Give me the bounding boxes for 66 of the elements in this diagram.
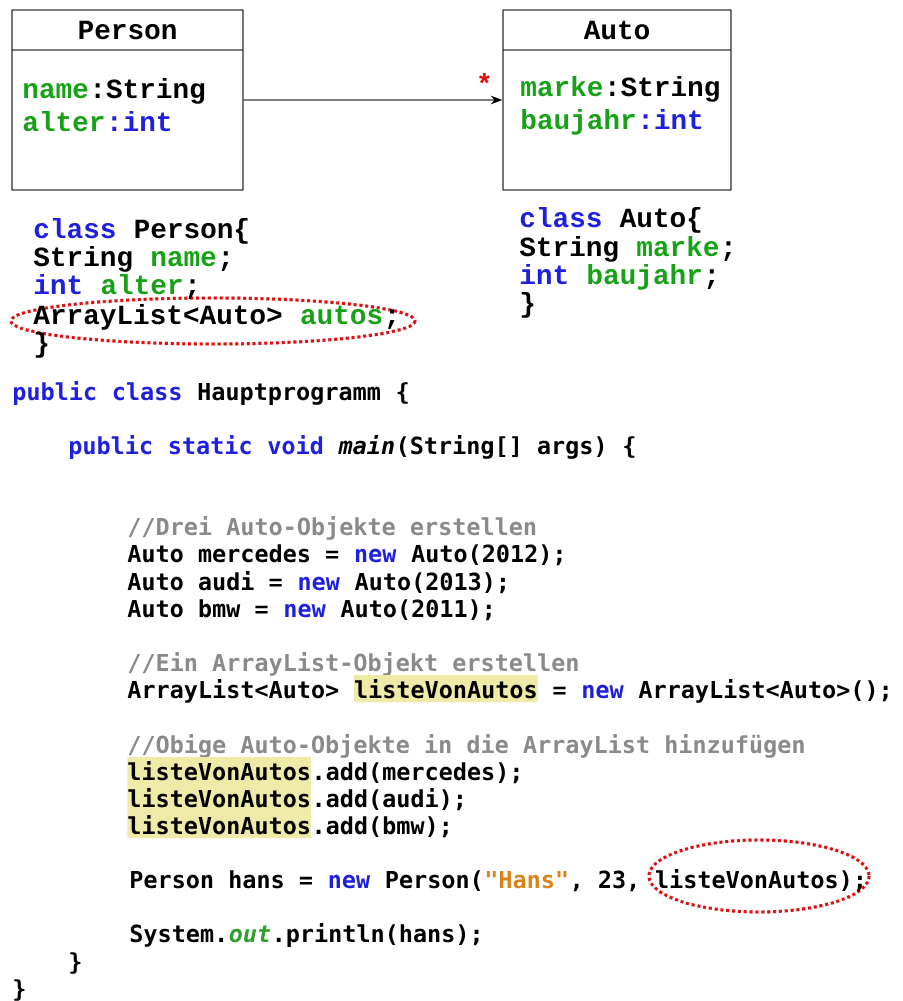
code-text: .add(bmw); <box>316 816 448 838</box>
code-text: autos <box>301 305 382 325</box>
code-text: } <box>521 291 534 318</box>
code-text: , 23, <box>573 870 635 892</box>
code-text: new <box>285 603 326 618</box>
code-text: { <box>397 382 408 404</box>
code-text: name <box>152 251 216 267</box>
code-text: Auto audi = <box>127 570 282 591</box>
code-text: System. <box>130 924 223 947</box>
code-text: ; <box>188 279 196 299</box>
code-text: .println(hans); <box>276 922 479 947</box>
code-text: Person{ <box>135 217 248 244</box>
code-text: ArrayList<Auto>(); <box>638 678 888 703</box>
code-text: new <box>329 874 371 889</box>
code-text: main <box>338 434 394 455</box>
code-text: ; <box>724 241 731 261</box>
code-text: Person( <box>386 870 481 892</box>
code-text: listeVonAutos); <box>656 868 862 892</box>
code-text: } <box>70 952 81 974</box>
code-text: new <box>355 548 397 563</box>
code-text: class <box>34 217 115 239</box>
code-text: Auto(2011); <box>340 599 491 621</box>
code-text: Hauptprogramm <box>198 382 380 405</box>
class-box: Auto marke :String baujahr :int <box>502 9 732 191</box>
code-text: ; <box>707 269 715 289</box>
code-comment: //Ein ArrayList-Objekt erstellen <box>128 651 578 676</box>
code-text: ; <box>388 309 395 329</box>
code-text: int <box>34 273 81 295</box>
code-text: Auto(2013); <box>354 572 505 594</box>
code-text: String <box>519 235 618 262</box>
code-text: { <box>624 436 635 458</box>
code-text: new <box>583 684 624 699</box>
code-text: } <box>14 979 25 1001</box>
highlighted-code: listeVonAutos <box>353 674 538 703</box>
code-comment: //Drei Auto-Objekte erstellen <box>128 515 536 540</box>
code-text: Auto(2012); <box>411 544 562 566</box>
code-text: Auto bmw = <box>127 599 268 618</box>
code-text: marke <box>637 235 719 257</box>
code-text: public <box>70 434 152 459</box>
code-text: ArrayList<Auto> <box>127 678 339 703</box>
code-text: alter <box>101 273 182 295</box>
code-text: new <box>299 576 340 591</box>
code-comment: //Obige Auto-Objekte in die ArrayList hinzufügen <box>128 733 804 758</box>
code-text: void <box>268 434 323 455</box>
code-text: static <box>169 434 251 455</box>
code-text: Auto mercedes = <box>127 544 339 563</box>
code-text: "Hans" <box>486 870 567 889</box>
code-text: int <box>520 263 567 285</box>
code-text: class <box>113 382 181 401</box>
code-text: = <box>553 686 566 695</box>
code-text: out <box>229 925 271 943</box>
code-text: .add(audi); <box>316 787 462 811</box>
code-text: ArrayList<Auto> <box>33 303 282 330</box>
class-box: Person name :String alter :int <box>11 9 244 191</box>
highlighted-code: listeVonAutos <box>127 756 311 785</box>
highlighted-code: listeVonAutos <box>127 810 311 839</box>
code-text: ; <box>221 251 229 271</box>
highlighted-code: listeVonAutos <box>127 783 311 812</box>
multiplicity-label: * <box>479 73 490 84</box>
code-text: (String[] args) <box>400 434 604 459</box>
code-text: .add(mercedes); <box>316 762 519 784</box>
code-text: public <box>14 380 96 405</box>
code-text: Person hans = <box>131 870 312 889</box>
code-text: } <box>35 331 48 358</box>
code-text: baujahr <box>588 263 701 290</box>
code-text: String <box>33 245 132 272</box>
